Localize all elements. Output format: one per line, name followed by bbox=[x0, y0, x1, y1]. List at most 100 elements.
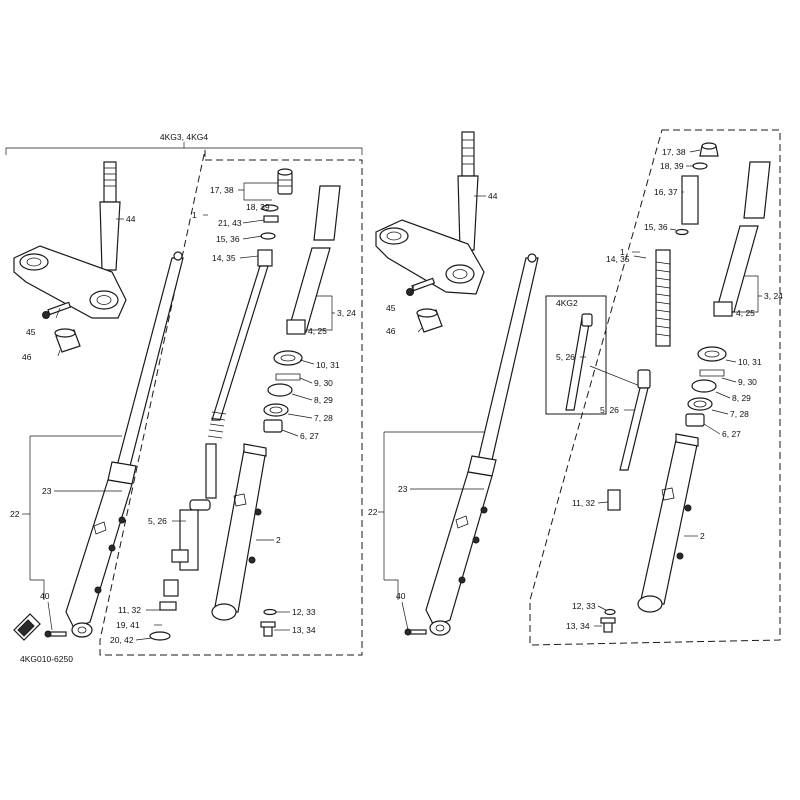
fork-assembly-right bbox=[425, 253, 539, 636]
front-arrow-badge bbox=[13, 613, 41, 641]
bolt-40-right bbox=[404, 628, 427, 636]
callout-14-35-right: 14, 35 bbox=[606, 254, 630, 264]
dashed-enclosure-right bbox=[529, 129, 781, 646]
callout-11-32-right: 11, 32 bbox=[572, 498, 595, 508]
bracket-22-right bbox=[383, 431, 484, 600]
callout-18-39-left: 18, 39 bbox=[246, 202, 270, 212]
diagram-code: 4KG010-6250 bbox=[20, 654, 73, 664]
callout-14-35-left: 14, 35 bbox=[212, 253, 236, 263]
right-assembly: 4KG2 bbox=[375, 129, 781, 646]
washer-15-right bbox=[675, 228, 689, 236]
spring-right bbox=[655, 249, 671, 347]
oil-lock-11 bbox=[163, 579, 179, 597]
outer-tube-left bbox=[211, 443, 267, 621]
spring-left bbox=[171, 411, 227, 571]
callout-8-29-right: 8, 29 bbox=[732, 393, 751, 403]
callout-18-39-right: 18, 39 bbox=[660, 161, 684, 171]
o-ring-18 bbox=[261, 204, 279, 212]
callout-6-27-right: 6, 27 bbox=[722, 429, 741, 439]
bolt-45-right bbox=[406, 277, 436, 296]
bolt-40-left bbox=[44, 630, 67, 638]
callout-46-right: 46 bbox=[386, 326, 396, 336]
callout-12-33-left: 12, 33 bbox=[292, 607, 316, 617]
leader-lines-right bbox=[409, 149, 762, 627]
callout-11-32-left: 11, 32 bbox=[118, 605, 141, 615]
callout-5-26-left: 5, 26 bbox=[148, 516, 167, 526]
callout-1-left: 1 bbox=[192, 210, 197, 220]
cap-bolt-right bbox=[699, 142, 719, 157]
callout-4-25-right: 4, 25 bbox=[736, 308, 755, 318]
callout-15-36-right: 15, 36 bbox=[644, 222, 668, 232]
callout-8-29-left: 8, 29 bbox=[314, 395, 333, 405]
callout-12-33-right: 12, 33 bbox=[572, 601, 596, 611]
callout-3-24-right: 3, 24 bbox=[764, 291, 783, 301]
callout-13-34-right: 13, 34 bbox=[566, 621, 590, 631]
washer-12-right bbox=[604, 608, 616, 616]
leader-lines-left bbox=[55, 182, 335, 641]
callout-22-right: 22 bbox=[368, 507, 378, 517]
callout-13-34-left: 13, 34 bbox=[292, 625, 316, 635]
callout-4-25-left: 4, 25 bbox=[308, 326, 327, 336]
steering-stem-right bbox=[457, 131, 479, 251]
callout-16-37-right: 16, 37 bbox=[654, 187, 678, 197]
callout-labels-left: 44 45 46 22 23 40 1 17, 38 18, 39 21, 43… bbox=[10, 185, 356, 645]
callout-5-26-right: 5, 26 bbox=[600, 405, 619, 415]
spring-top-14 bbox=[257, 249, 273, 267]
callout-7-28-left: 7, 28 bbox=[314, 413, 333, 423]
callout-40-right: 40 bbox=[396, 591, 406, 601]
washer-12-left bbox=[263, 608, 277, 616]
bolt-45-left bbox=[42, 301, 72, 319]
inner-tube-left bbox=[286, 185, 341, 335]
seals-left bbox=[263, 350, 303, 433]
callout-21-43-left: 21, 43 bbox=[218, 218, 242, 228]
callout-44-left: 44 bbox=[126, 214, 136, 224]
callout-2-left: 2 bbox=[276, 535, 281, 545]
oil-lock-11-right bbox=[607, 489, 621, 511]
callout-23-right: 23 bbox=[398, 484, 408, 494]
callout-9-30-right: 9, 30 bbox=[738, 377, 757, 387]
callout-19-41-left: 19, 41 bbox=[116, 620, 140, 630]
callout-17-38-right: 17, 38 bbox=[662, 147, 686, 157]
callout-46-left: 46 bbox=[22, 352, 32, 362]
spacer-21 bbox=[263, 215, 279, 223]
callout-22-left: 22 bbox=[10, 509, 20, 519]
callout-45-left: 45 bbox=[26, 327, 36, 337]
bracket-22-left bbox=[29, 435, 122, 600]
callout-1-right: 1 bbox=[620, 247, 625, 257]
callout-6-27-left: 6, 27 bbox=[300, 431, 319, 441]
washer-19 bbox=[159, 601, 177, 611]
callout-17-38-left: 17, 38 bbox=[210, 185, 234, 195]
callout-labels-right: 44 45 46 22 23 40 17, 38 18, 39 16, 37 1… bbox=[368, 147, 783, 631]
callout-5-26-inset: 5, 26 bbox=[556, 352, 575, 362]
callout-10-31-left: 10, 31 bbox=[316, 360, 340, 370]
spacer-16 bbox=[681, 175, 699, 225]
callout-3-24-left: 3, 24 bbox=[337, 308, 356, 318]
model-header: 4KG3, 4KG4 bbox=[160, 132, 208, 142]
inner-tube-right bbox=[713, 161, 771, 317]
callout-20-42-left: 20, 42 bbox=[110, 635, 134, 645]
left-assembly: 4KG3, 4KG4 bbox=[5, 132, 363, 656]
callout-45-right: 45 bbox=[386, 303, 396, 313]
callout-40-left: 40 bbox=[40, 591, 50, 601]
inset-4kg2: 4KG2 bbox=[545, 295, 641, 415]
outer-tube-right bbox=[637, 433, 699, 613]
callout-23-left: 23 bbox=[42, 486, 52, 496]
callout-15-36-left: 15, 36 bbox=[216, 234, 240, 244]
inner-rod-left bbox=[211, 265, 269, 421]
bolt-13-left bbox=[260, 621, 276, 637]
washer-15 bbox=[260, 232, 276, 240]
inset-label: 4KG2 bbox=[556, 298, 578, 308]
cap-46-right bbox=[416, 308, 443, 333]
cap-46-left bbox=[54, 328, 81, 353]
steering-stem-left bbox=[99, 161, 121, 271]
callout-7-28-right: 7, 28 bbox=[730, 409, 749, 419]
fork-assembly-left bbox=[65, 251, 184, 638]
callout-44-right: 44 bbox=[488, 191, 498, 201]
callout-2-right: 2 bbox=[700, 531, 705, 541]
gasket-20 bbox=[149, 631, 171, 641]
callout-10-31-right: 10, 31 bbox=[738, 357, 762, 367]
callout-9-30-left: 9, 30 bbox=[314, 378, 333, 388]
header-bracket-left bbox=[5, 147, 363, 155]
